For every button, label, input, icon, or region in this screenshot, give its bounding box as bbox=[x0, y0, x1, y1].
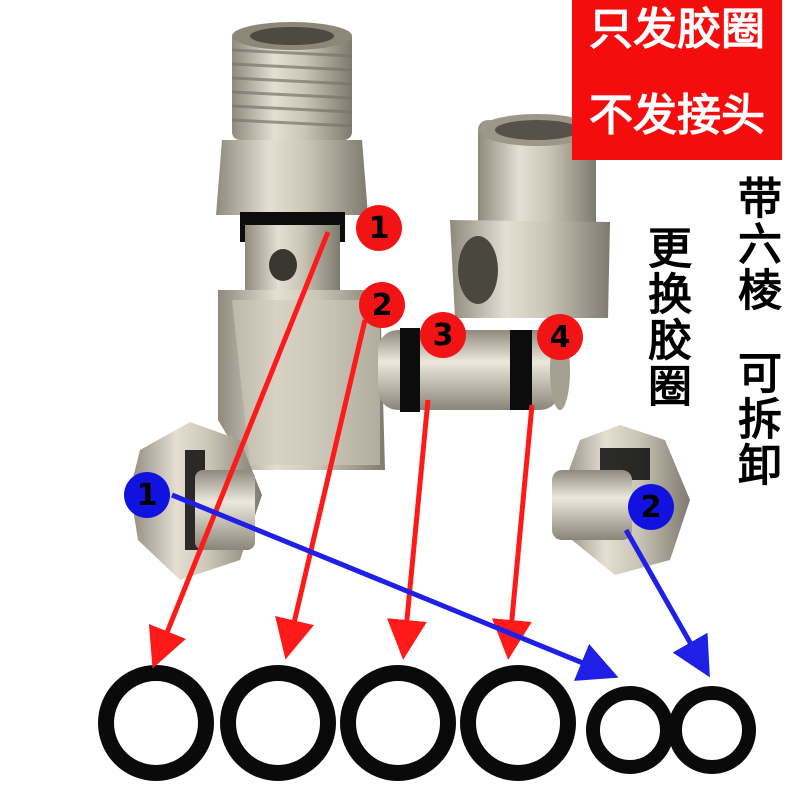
red-badge-1: 1 bbox=[356, 205, 402, 251]
hex-text: 带六棱 bbox=[730, 175, 781, 313]
red-badge-2: 2 bbox=[359, 282, 405, 328]
red-arrow-3 bbox=[386, 399, 431, 660]
red-arrows bbox=[148, 231, 535, 669]
oring-row bbox=[98, 665, 756, 781]
right-fitting bbox=[450, 114, 610, 318]
red-badge-4: 4 bbox=[537, 314, 583, 360]
left-threaded-fitting bbox=[216, 22, 385, 470]
red-badge-3: 3 bbox=[420, 312, 466, 358]
red-arrow-4 bbox=[491, 404, 535, 660]
blue-arrow-2 bbox=[623, 528, 710, 678]
blue-arrows bbox=[171, 492, 710, 681]
oring-2 bbox=[220, 665, 336, 781]
banner-line-1: 只发胶圈 bbox=[589, 4, 765, 55]
red-arrow-2 bbox=[275, 319, 368, 660]
blue-badge-2: 2 bbox=[628, 484, 674, 530]
left-hex-plug bbox=[130, 422, 262, 580]
oring-5 bbox=[586, 686, 674, 774]
oring-6 bbox=[668, 686, 756, 774]
replace-orings-text: 更换胶圈 bbox=[640, 225, 691, 409]
right-hex-plug bbox=[552, 425, 690, 575]
notice-banner: 只发胶圈 不发接头 bbox=[572, 0, 782, 160]
oring-1 bbox=[98, 665, 214, 781]
removable-text: 可拆卸 bbox=[730, 350, 781, 488]
red-arrow-1 bbox=[148, 231, 331, 669]
blue-arrow-1 bbox=[171, 492, 619, 681]
oring-3 bbox=[340, 665, 456, 781]
oring-4 bbox=[460, 665, 576, 781]
blue-badge-1: 1 bbox=[124, 472, 170, 518]
banner-line-2: 不发接头 bbox=[589, 90, 765, 141]
